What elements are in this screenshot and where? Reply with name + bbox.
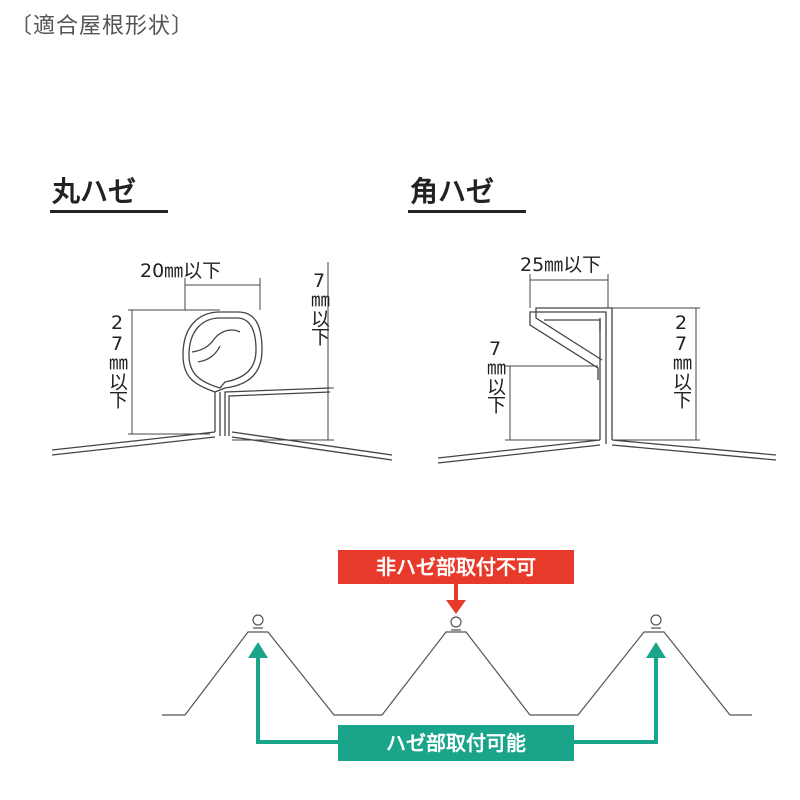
page-title: 〔適合屋根形状〕 <box>10 14 195 39</box>
round-seam-dimensions <box>128 262 334 441</box>
round-seam-drawing <box>51 311 393 461</box>
square-seam-height-label: 27㎜以下 <box>670 312 692 408</box>
allowed-badge: ハゼ部取付可能 <box>338 725 574 761</box>
round-seam-height-label: 27㎜以下 <box>106 312 128 408</box>
square-seam-title-underline <box>408 210 526 213</box>
round-seam-title: 丸ハゼ <box>52 175 137 208</box>
square-seam-drawing <box>437 307 777 464</box>
round-seam-title-underline <box>50 210 168 213</box>
square-seam-dimensions <box>505 274 700 441</box>
not-allowed-badge: 非ハゼ部取付不可 <box>338 550 574 584</box>
square-seam-width-label: 25㎜以下 <box>520 254 602 276</box>
roof-profile <box>162 614 752 716</box>
allowed-arrows <box>256 655 658 744</box>
allowed-arrow-head-left <box>248 642 268 658</box>
round-seam-seam-height-label: 7㎜以下 <box>308 270 330 345</box>
square-seam-seam-height-label: 7㎜以下 <box>484 338 506 413</box>
round-seam-width-label: 20㎜以下 <box>140 260 222 282</box>
not-allowed-arrow <box>446 584 466 614</box>
square-seam-title: 角ハゼ <box>410 175 495 208</box>
allowed-arrow-head-right <box>646 642 666 658</box>
